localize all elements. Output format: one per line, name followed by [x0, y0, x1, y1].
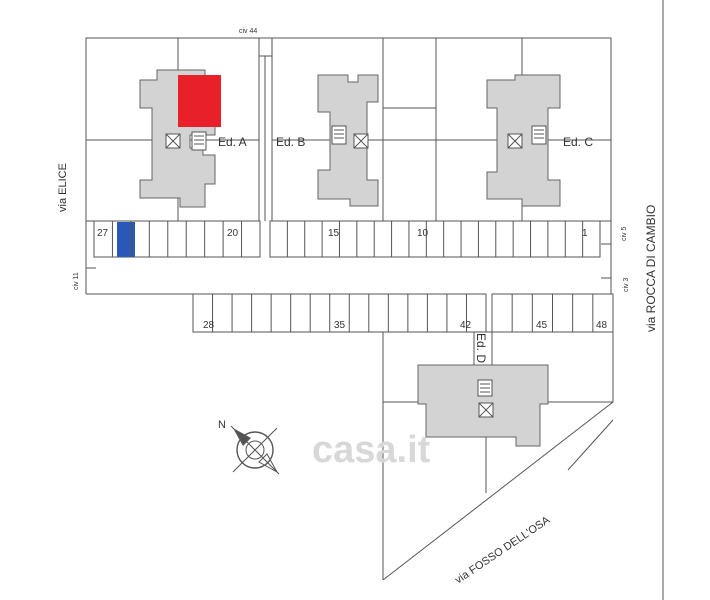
label-ed-d: Ed. D	[474, 333, 488, 363]
parking-label-15: 15	[328, 228, 340, 239]
parking-label-42: 42	[460, 320, 472, 331]
parking-label-10: 10	[417, 228, 429, 239]
label-civ-11: civ 11	[73, 272, 80, 290]
parking-label-35: 35	[334, 320, 346, 331]
compass-north-label: N	[218, 419, 226, 431]
label-civ-5: civ 5	[621, 227, 628, 242]
label-civ-3: civ 3	[623, 278, 630, 293]
label-civ-44: civ 44	[239, 28, 257, 35]
lot-d	[382, 331, 614, 581]
parking-label-45: 45	[536, 320, 548, 331]
label-ed-b: Ed. B	[276, 135, 305, 149]
street-via-elice: via ELICE	[57, 163, 69, 212]
building-b	[317, 74, 379, 207]
parking-row-top	[93, 220, 601, 258]
label-ed-c: Ed. C	[563, 135, 593, 149]
parking-label-1: 1	[582, 228, 588, 239]
parking-label-28: 28	[203, 320, 215, 331]
label-ed-a: Ed. A	[218, 135, 247, 149]
street-via-fosso-dell-osa: via FOSSO DELL'OSA	[453, 514, 553, 587]
parking-label-48: 48	[596, 320, 608, 331]
parking-label-20: 20	[227, 228, 239, 239]
parking-row-bottom	[192, 293, 614, 333]
passage-civ44	[258, 37, 273, 221]
building-a	[139, 69, 221, 208]
parking-highlight	[117, 222, 135, 257]
apartment-highlight	[178, 75, 221, 127]
building-d	[417, 364, 549, 447]
driveway	[85, 221, 613, 295]
building-c	[486, 74, 561, 207]
watermark: casa.it	[312, 429, 431, 471]
street-via-rocca-di-cambio: via ROCCA DI CAMBIO	[644, 205, 658, 332]
compass-rose-icon	[230, 425, 280, 475]
parking-label-27: 27	[97, 228, 109, 239]
